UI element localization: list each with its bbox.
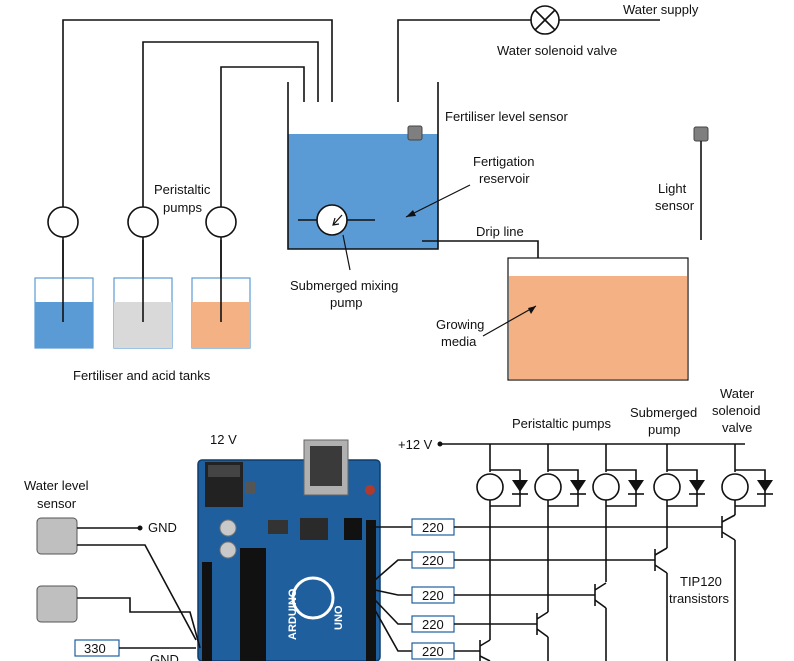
mixing-pump-pointer — [342, 234, 351, 271]
growing-media-bed — [507, 257, 689, 381]
resistor-220-1 — [370, 518, 722, 536]
peristaltic-pumps-label-2: pumps — [163, 200, 203, 215]
resistor-330-label: 330 — [84, 641, 106, 656]
drip-line-pipe — [422, 240, 539, 262]
resistor-220-label-5: 220 — [422, 644, 444, 659]
fertigation-reservoir — [287, 82, 439, 250]
transistor-4-icon — [536, 611, 549, 661]
water-solenoid-label-2: solenoid — [712, 403, 760, 418]
resistor-220-label-4: 220 — [422, 617, 444, 632]
transistor-2-icon — [654, 547, 668, 661]
fertigation-reservoir-label-1: Fertigation — [473, 154, 534, 169]
motor-diode-unit-5 — [721, 444, 773, 515]
water-level-sensor-1-icon — [36, 517, 78, 555]
resistor-220-label-2: 220 — [422, 553, 444, 568]
transistor-5-icon — [479, 639, 491, 661]
fertiliser-level-sensor-label: Fertiliser level sensor — [445, 109, 568, 124]
svg-text:ARDUINO: ARDUINO — [287, 588, 299, 640]
arduino-uno-board: ARDUINO UNO — [197, 439, 381, 661]
transistor-1-icon — [721, 514, 736, 661]
pipe-tank-1 — [62, 19, 333, 210]
gnd-label-2: GND — [150, 652, 179, 661]
submerged-pump-label-2: pump — [648, 422, 681, 437]
light-sensor-label-2: sensor — [655, 198, 695, 213]
gnd-label-1: GND — [148, 520, 177, 535]
reservoir-arrowhead — [406, 210, 416, 217]
water-solenoid-valve-label: Water solenoid valve — [497, 43, 617, 58]
pipe-tank-2 — [142, 41, 319, 210]
water-solenoid-label-1: Water — [720, 386, 755, 401]
fertiliser-acid-tanks-label: Fertiliser and acid tanks — [73, 368, 211, 383]
tip120-label-1: TIP120 — [680, 574, 722, 589]
growing-media-label-2: media — [441, 334, 477, 349]
transistor-3-icon — [594, 582, 607, 661]
peristaltic-pumps-circuit-label: Peristaltic pumps — [512, 416, 611, 431]
fertiliser-level-sensor-icon — [407, 125, 423, 141]
water-solenoid-label-3: valve — [722, 420, 752, 435]
motor-diode-unit-4 — [653, 444, 705, 548]
svg-text:UNO: UNO — [333, 605, 345, 630]
motor-diode-unit-3 — [592, 444, 644, 582]
water-level-sensor-2-icon — [36, 585, 78, 623]
water-supply-pipe — [397, 19, 660, 102]
growing-media-label-1: Growing — [436, 317, 484, 332]
motor-diode-unit-1 — [476, 444, 528, 640]
resistor-220-4 — [374, 599, 537, 633]
voltage-12v-label: 12 V — [210, 432, 237, 447]
light-sensor-icon — [693, 126, 709, 142]
light-sensor-label-1: Light — [658, 181, 687, 196]
growing-media-arrowhead — [528, 306, 536, 314]
resistor-220-label-1: 220 — [422, 520, 444, 535]
water-level-sensor-label-1: Water level — [24, 478, 89, 493]
resistor-220-3 — [374, 586, 595, 604]
peristaltic-pumps-label-1: Peristaltic — [154, 182, 211, 197]
water-solenoid-valve-icon — [530, 5, 560, 35]
mixing-pump-icon — [316, 204, 348, 236]
mixing-pump-arrowhead — [332, 217, 340, 226]
gnd-node-1 — [137, 525, 143, 531]
fertiliser-tank-1 — [34, 277, 94, 349]
submerged-mixing-pump-label-1: Submerged mixing — [290, 278, 398, 293]
tip120-label-2: transistors — [669, 591, 729, 606]
water-supply-label: Water supply — [623, 2, 699, 17]
drip-line-label: Drip line — [476, 224, 524, 239]
growing-media-arrow — [482, 305, 537, 337]
fertigation-reservoir-label-2: reservoir — [479, 171, 530, 186]
resistor-220-label-3: 220 — [422, 588, 444, 603]
motor-diode-unit-2 — [534, 444, 586, 612]
pipe-tank-3 — [220, 66, 305, 210]
submerged-mixing-pump-label-2: pump — [330, 295, 363, 310]
plus-12v-label: +12 V — [398, 437, 433, 452]
mixing-pump-arrow — [332, 214, 343, 226]
resistor-220-5 — [374, 609, 480, 660]
reservoir-arrow — [405, 184, 471, 218]
submerged-pump-label-1: Submerged — [630, 405, 697, 420]
water-level-sensor-label-2: sensor — [37, 496, 77, 511]
sensor-2-signal-wire — [77, 597, 201, 649]
sensor-1-signal-wire — [77, 544, 197, 641]
resistor-220-2 — [374, 551, 655, 581]
